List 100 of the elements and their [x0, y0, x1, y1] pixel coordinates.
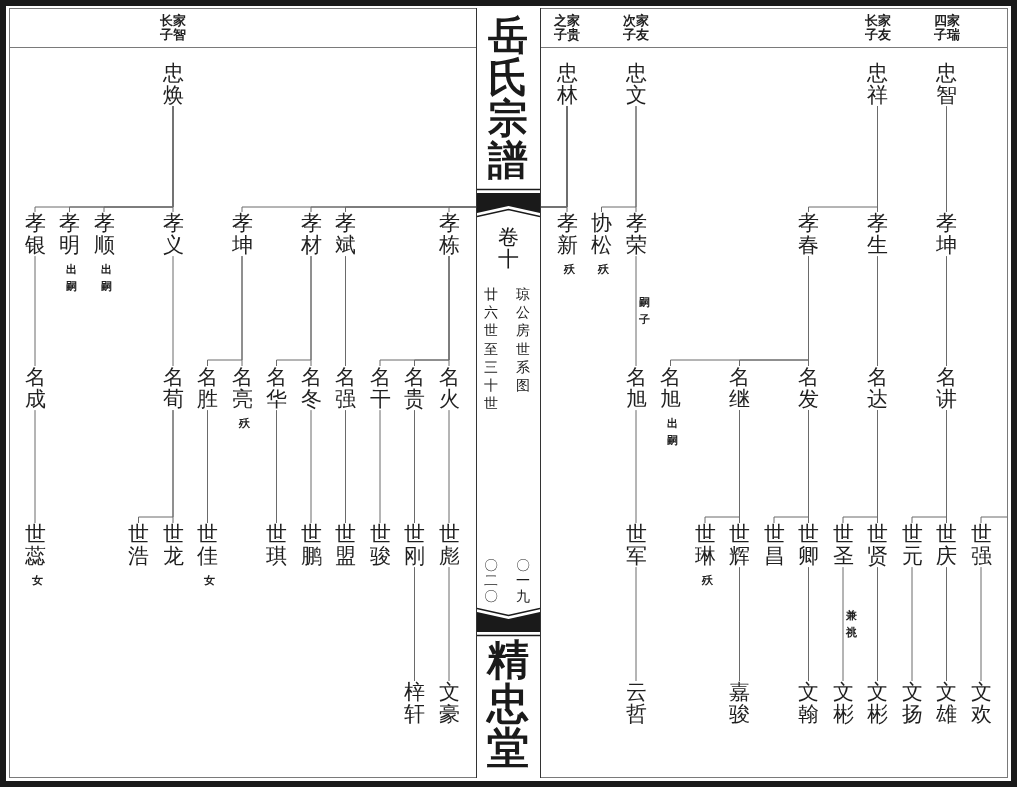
lineage-line — [911, 566, 913, 682]
person-name: 名强 — [335, 366, 356, 411]
status-note: 出嗣 — [667, 416, 678, 449]
lineage-line — [379, 409, 381, 524]
volume-number: 卷十 — [497, 226, 519, 271]
person-name: 名冬 — [300, 366, 322, 411]
person-name: 孝顺 — [93, 212, 115, 257]
status-note: 殀 — [563, 262, 575, 279]
lineage-line — [946, 566, 947, 682]
person-name: 名发 — [798, 366, 819, 411]
lineage-line — [946, 409, 947, 524]
person-name: 文彬 — [867, 681, 888, 726]
person-name: 名荀 — [162, 366, 184, 411]
person-name: 协松 — [591, 212, 612, 257]
lineage-note: 家友长子 — [864, 14, 891, 42]
person-name: 世浩 — [128, 523, 149, 568]
person-name: 孝材 — [300, 212, 322, 257]
person-name: 世昌 — [763, 523, 785, 568]
person-name: 忠文 — [625, 62, 647, 107]
lineage-line — [310, 255, 312, 367]
lineage-line — [808, 255, 809, 367]
person-name: 世鹏 — [300, 523, 322, 568]
chart-title: 琼公房世系图 — [516, 285, 530, 395]
lineage-line — [808, 566, 809, 682]
person-name: 名旭 — [660, 366, 681, 411]
person-name: 世琪 — [266, 523, 287, 568]
lineage-line — [345, 409, 346, 524]
lineage-line — [877, 105, 878, 213]
person-name: 名贵 — [404, 366, 425, 411]
person-name: 云哲 — [625, 681, 647, 726]
person-name: 文彬 — [832, 681, 854, 726]
person-name: 名华 — [266, 366, 287, 411]
lineage-line — [448, 255, 450, 367]
lineage-line — [635, 105, 637, 213]
lineage-line — [842, 566, 844, 682]
person-name: 世庆 — [936, 523, 957, 568]
lineage-line — [448, 409, 450, 524]
person-name: 名继 — [729, 366, 750, 411]
person-name: 世军 — [625, 523, 647, 568]
lineage-line — [635, 566, 637, 682]
lineage-line — [276, 409, 277, 524]
person-name: 忠智 — [936, 62, 957, 107]
page-number: 〇一九 — [516, 558, 530, 605]
person-name: 世盟 — [335, 523, 356, 568]
person-name: 世卿 — [798, 523, 819, 568]
person-name: 孝银 — [24, 212, 46, 257]
person-name: 名讲 — [936, 366, 957, 411]
lineage-line — [946, 105, 947, 213]
lineage-line — [448, 566, 450, 682]
person-name: 名干 — [369, 366, 391, 411]
person-name: 世强 — [970, 523, 992, 568]
person-name: 文雄 — [936, 681, 957, 726]
lineage-line — [808, 409, 809, 524]
lineage-line — [877, 566, 878, 682]
person-name: 世元 — [901, 523, 923, 568]
status-note: 殀 — [701, 573, 713, 590]
person-name: 世圣 — [832, 523, 854, 568]
status-note: 殀 — [238, 416, 250, 433]
person-name: 名火 — [438, 366, 460, 411]
edge-label: 兼祧 — [846, 607, 857, 641]
person-name: 名成 — [24, 366, 46, 411]
lineage-line — [980, 516, 1008, 524]
lineage-note: 家友次子 — [623, 14, 649, 42]
person-name: 孝坤 — [936, 212, 957, 257]
person-name: 名旭 — [625, 366, 647, 411]
person-name: 名胜 — [197, 366, 218, 411]
lineage-line — [172, 105, 174, 213]
person-name: 孝生 — [867, 212, 888, 257]
lineage-line — [946, 255, 947, 367]
lineage-line — [739, 566, 740, 682]
edge-label: 嗣子 — [639, 294, 650, 328]
lineage-note: 家贵之子 — [554, 14, 580, 42]
lineage-line — [34, 409, 36, 524]
lineage-line — [310, 409, 312, 524]
person-name: 忠林 — [556, 62, 578, 107]
generation-range: 廿六世至三十世 — [484, 285, 498, 413]
lineage-line — [207, 409, 208, 524]
lineage-line — [635, 409, 637, 524]
person-name: 孝坤 — [231, 212, 253, 257]
status-note: 女 — [31, 573, 43, 590]
person-name: 世刚 — [404, 523, 425, 568]
lineage-note: 家瑞四子 — [933, 14, 960, 42]
person-name: 梓轩 — [404, 681, 425, 726]
person-name: 文扬 — [901, 681, 923, 726]
person-name: 名亮 — [231, 366, 253, 411]
person-name: 世龙 — [162, 523, 184, 568]
person-name: 世骏 — [369, 523, 391, 568]
lineage-line — [635, 255, 637, 367]
lineage-line — [739, 409, 740, 524]
page-number: 〇二〇 — [484, 558, 498, 605]
lineage-line — [172, 255, 174, 367]
person-name: 孝荣 — [625, 212, 647, 257]
person-name: 名达 — [867, 366, 888, 411]
lineage-line — [414, 409, 415, 524]
lineage-line — [241, 255, 243, 367]
person-name: 世辉 — [729, 523, 750, 568]
person-name: 世彪 — [438, 523, 460, 568]
person-name: 忠祥 — [867, 62, 888, 107]
person-name: 孝斌 — [335, 212, 356, 257]
person-name: 孝明 — [59, 212, 80, 257]
